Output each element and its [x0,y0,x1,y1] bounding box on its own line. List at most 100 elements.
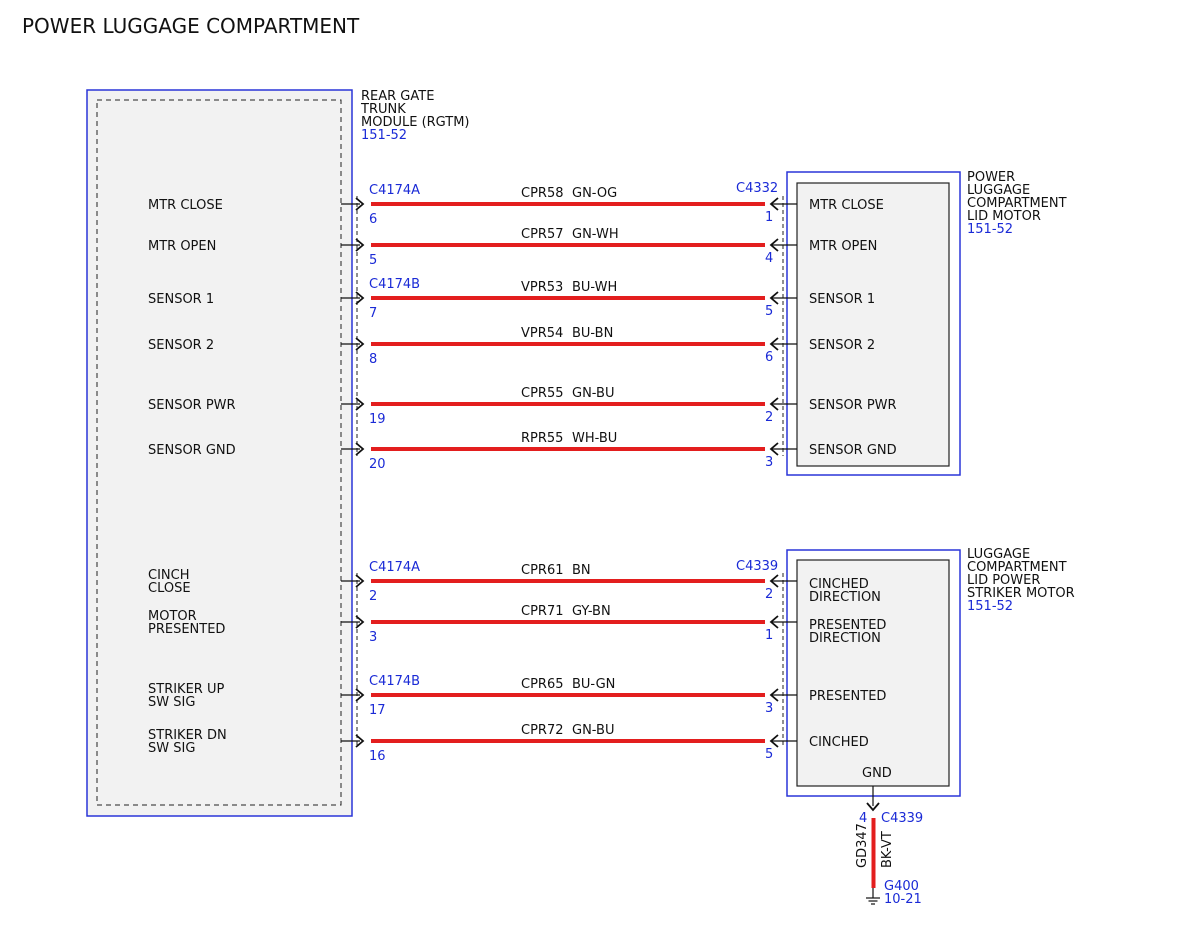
upper-wire-4-right-label-line-1: SENSOR 2 [809,338,875,353]
lower-wire-4-left-label-line-2: SW SIG [148,741,195,756]
page-title: POWER LUGGAGE COMPARTMENT [22,14,360,38]
lower-wire-3-left-pin-arrow [355,688,365,702]
upper-wire-5-left-label-line-1: SENSOR PWR [148,398,236,413]
upper-wire-1-left-pin-number: 6 [369,212,377,227]
lower-wire-1-circuit-label: CPR61 [521,563,564,578]
upper-wire-3-left-pin-number: 7 [369,306,377,321]
upper-wire-6-left-label-line-1: SENSOR GND [148,443,236,458]
lower-wire-4-wire [371,739,765,743]
lower-wire-3-right-pin-number: 3 [765,701,773,716]
lid-motor-name-line-3: COMPARTMENT [967,196,1067,211]
upper-wire-4-circuit-label: VPR54 [521,326,563,341]
rgtm-name-line-2: TRUNK [360,102,406,117]
lower-wire-1-left-pin-arrow [355,574,365,588]
lower-wire-1-right-label-line-2: DIRECTION [809,590,881,605]
striker-motor-module-label: LUGGAGE COMPARTMENT LID POWER STRIKER MO… [967,547,1075,614]
lower-wire-2-circuit-label: CPR71 [521,604,564,619]
striker-motor-ref: 151-52 [967,599,1013,614]
upper-wire-4-left-pin-number: 8 [369,352,377,367]
upper-wire-5-circuit-label: CPR55 [521,386,564,401]
upper-wire-3-left-label-line-1: SENSOR 1 [148,292,214,307]
rgtm-module-inner-boundary [96,99,342,806]
lower-wire-1-left-pin-number: 2 [369,589,377,604]
upper-wire-5-left-pin-arrow [355,397,365,411]
striker-motor-module-inner [796,559,950,787]
upper-wire-2-left-label-line-1: MTR OPEN [148,239,216,254]
upper-wire-1-circuit-label: CPR58 [521,186,564,201]
rgtm-name-line-3: MODULE (RGTM) [361,115,470,130]
striker-motor-name-line-2: COMPARTMENT [967,560,1067,575]
upper-wire-2-wire [371,243,765,247]
lower-wire-2-left-pin-arrow [355,615,365,629]
rgtm-module-label: REAR GATE TRUNK MODULE (RGTM) 151-52 [360,89,470,143]
wires-layer: CPR58 GN-OG C4174A 6 1 MTR CLOSE MTR CLOSE CPR5… [148,183,897,764]
ground-pin-arrow [866,802,880,812]
lower-wire-4-color-label: GN-BU [572,723,614,738]
lower-wire-3-left-connector-label: C4174B [369,674,420,689]
striker-motor-connector-label: C4339 [736,559,778,574]
lower-wire-1-wire [371,579,765,583]
lower-wire-3-right-label-line-1: PRESENTED [809,689,886,704]
lower-wire-4-left-pin-number: 16 [369,749,386,764]
upper-wire-5-left-pin-number: 19 [369,412,386,427]
upper-wire-6-right-pin-number: 3 [765,455,773,470]
ground-id-label: G400 [884,879,919,894]
lower-wire-1-left-label-line-1: CINCH [148,568,190,583]
upper-wire-6-left-pin-number: 20 [369,457,386,472]
upper-wire-2-circuit-label: CPR57 [521,227,564,242]
ground-wire-color-label: BK-VT [880,831,895,868]
lower-wire-1-color-label: BN [572,563,591,578]
lower-wire-3-left-pin-number: 17 [369,703,386,718]
lower-wire-2-wire [371,620,765,624]
upper-wire-3-color-label: BU-WH [572,280,617,295]
upper-wire-2-color-label: GN-WH [572,227,619,242]
upper-wire-3-right-pin-number: 5 [765,304,773,319]
upper-wire-1-right-pin-number: 1 [765,210,773,225]
upper-wire-1-right-label-line-1: MTR CLOSE [809,198,884,213]
lower-wire-3-left-label-line-1: STRIKER UP [148,682,224,697]
lid-motor-name-line-1: POWER [967,170,1015,185]
lower-wire-1-left-label-line-2: CLOSE [148,581,191,596]
lower-wire-2-right-pin-number: 1 [765,628,773,643]
lower-wire-4-left-pin-arrow [355,734,365,748]
lower-wire-2-left-label-line-1: MOTOR [148,609,197,624]
striker-motor-gnd-label: GND [862,766,892,781]
ground-section: 4 C4339 GD347 BK-VT G400 10-21 [855,786,923,907]
upper-wire-5-right-pin-number: 2 [765,410,773,425]
upper-wire-6-wire [371,447,765,451]
lower-wire-1-right-label-line-1: CINCHED [809,577,869,592]
ground-ref-label: 10-21 [884,892,922,907]
ground-pin-number: 4 [859,811,867,826]
lower-wire-2-left-pin-number: 3 [369,630,377,645]
lower-wire-3-circuit-label: CPR65 [521,677,564,692]
lower-wire-3-wire [371,693,765,697]
rgtm-ref: 151-52 [361,128,407,143]
upper-wire-5-color-label: GN-BU [572,386,614,401]
upper-wire-1-left-label-line-1: MTR CLOSE [148,198,223,213]
upper-wire-2-left-pin-number: 5 [369,253,377,268]
lid-motor-module-label: POWER LUGGAGE COMPARTMENT LID MOTOR 151-… [967,170,1067,237]
rgtm-name-line-1: REAR GATE [361,89,434,104]
lower-wire-4-right-pin-number: 5 [765,747,773,762]
upper-wire-5-right-label-line-1: SENSOR PWR [809,398,897,413]
lid-motor-ref: 151-52 [967,222,1013,237]
lower-wire-4-left-label-line-1: STRIKER DN [148,728,227,743]
upper-wire-4-right-pin-number: 6 [765,350,773,365]
upper-wire-4-color-label: BU-BN [572,326,613,341]
lower-wire-1-left-connector-label: C4174A [369,560,420,575]
upper-wire-1-color-label: GN-OG [572,186,617,201]
lid-motor-name-line-2: LUGGAGE [967,183,1030,198]
upper-wire-3-left-pin-arrow [355,291,365,305]
lower-wire-2-color-label: GY-BN [572,604,611,619]
upper-wire-6-right-label-line-1: SENSOR GND [809,443,897,458]
striker-motor-name-line-4: STRIKER MOTOR [967,586,1075,601]
upper-wire-1-left-pin-arrow [355,197,365,211]
rgtm-module-outline [86,89,353,817]
striker-motor-name-line-1: LUGGAGE [967,547,1030,562]
upper-wire-1-left-connector-label: C4174A [369,183,420,198]
upper-wire-4-left-pin-arrow [355,337,365,351]
lower-wire-2-right-label-line-1: PRESENTED [809,618,886,633]
lower-wire-3-color-label: BU-GN [572,677,615,692]
